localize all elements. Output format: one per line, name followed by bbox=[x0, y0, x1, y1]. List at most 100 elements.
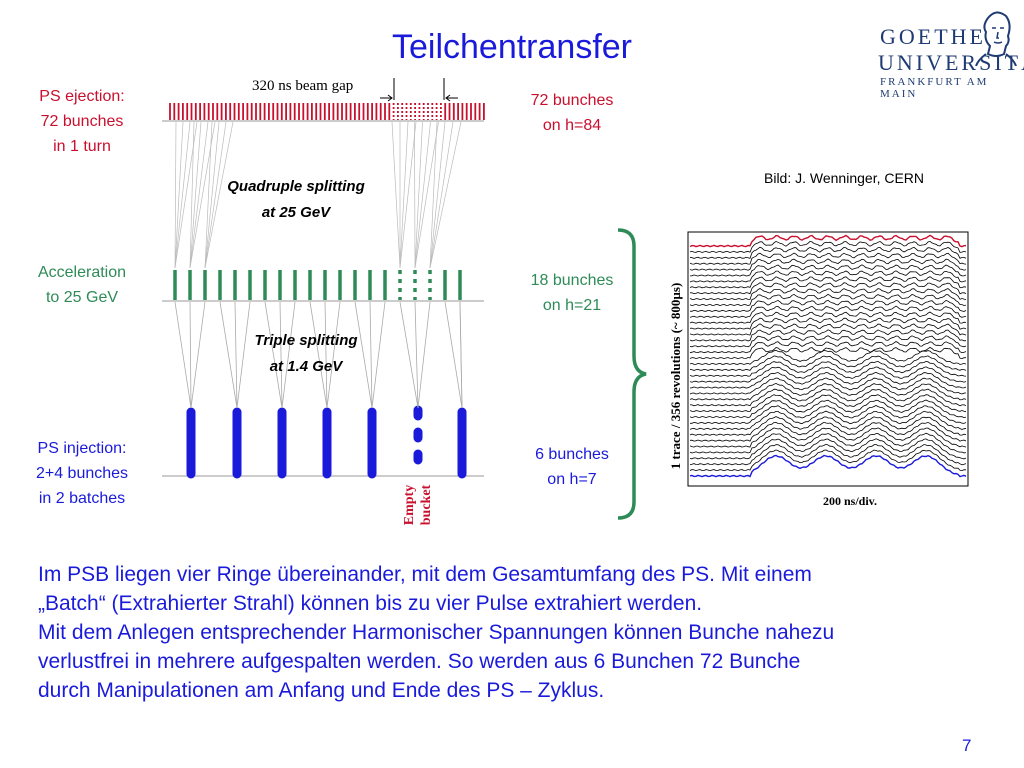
gap-arrow-right bbox=[445, 94, 458, 102]
label-h84: 72 bunches on h=84 bbox=[512, 88, 632, 138]
label-h21-line-1: 18 bunches bbox=[530, 272, 614, 289]
curly-brace bbox=[617, 228, 647, 520]
quad-split-line bbox=[391, 121, 401, 269]
logo-line-3: FRANKFURT AM MAIN bbox=[880, 76, 989, 100]
triple-split-line bbox=[369, 301, 373, 409]
plot-trace bbox=[689, 329, 967, 342]
plot-trace bbox=[689, 449, 967, 472]
label-beam-gap: 320 ns beam gap bbox=[252, 78, 354, 94]
triple-split-line bbox=[444, 301, 463, 409]
triple-split-line bbox=[236, 301, 251, 409]
quad-split-line bbox=[429, 121, 446, 269]
plot-trace bbox=[689, 288, 967, 301]
quad-split-line bbox=[414, 121, 431, 269]
quad-split-line bbox=[189, 121, 202, 269]
label-quadruple-line-2: at 25 GeV bbox=[261, 204, 331, 221]
bunch-splitting-diagram bbox=[162, 78, 485, 479]
label-h84-line-1: 72 bunches bbox=[530, 92, 614, 109]
label-ps-ejection-line-2: 72 bunches bbox=[40, 113, 124, 130]
plot-trace bbox=[689, 335, 967, 348]
plot-trace bbox=[689, 371, 967, 389]
plot-trace bbox=[689, 399, 967, 419]
label-ps-injection: PS injection: 2+4 bunches in 2 batches bbox=[22, 436, 142, 511]
quad-split-line bbox=[204, 121, 220, 269]
plot-x-label: 200 ns/div. bbox=[822, 494, 878, 508]
plot-trace bbox=[689, 234, 967, 248]
triple-split-line bbox=[399, 301, 419, 409]
plot-y-label: 1 trace / 356 revolutions (~ 800µs) bbox=[668, 282, 683, 470]
plot-trace bbox=[689, 454, 967, 478]
triple-split-line bbox=[189, 301, 192, 409]
quad-split-line bbox=[429, 121, 454, 269]
plot-trace bbox=[689, 438, 967, 460]
plot-trace bbox=[690, 405, 967, 424]
quad-split-line bbox=[189, 121, 195, 269]
plot-trace bbox=[689, 432, 967, 454]
label-acceleration: Acceleration to 25 GeV bbox=[22, 260, 142, 310]
goethe-portrait-icon bbox=[975, 11, 1017, 66]
triple-split-line bbox=[279, 301, 283, 409]
label-ps-injection-line-1: PS injection: bbox=[37, 440, 127, 457]
plot-trace bbox=[689, 377, 967, 395]
plot-trace bbox=[689, 360, 967, 377]
plot-trace bbox=[689, 382, 967, 401]
label-quadruple-splitting: Quadruple splitting at 25 GeV bbox=[196, 174, 396, 226]
page-number: 7 bbox=[962, 736, 972, 755]
triple-split-line bbox=[264, 301, 283, 409]
plot-trace bbox=[689, 258, 967, 271]
label-h21: 18 bunches on h=21 bbox=[512, 268, 632, 318]
plot-trace bbox=[689, 410, 967, 430]
quad-split-line bbox=[174, 121, 177, 269]
quad-split-line bbox=[429, 121, 438, 269]
triple-split-line bbox=[417, 301, 431, 409]
triple-split-line bbox=[354, 301, 373, 409]
quad-split-line bbox=[429, 121, 462, 269]
label-triple-line-1: Triple splitting bbox=[254, 332, 358, 349]
triple-split-line bbox=[309, 301, 328, 409]
quad-split-line bbox=[204, 121, 234, 269]
plot-trace bbox=[689, 252, 967, 265]
plot-trace bbox=[689, 240, 967, 253]
label-h21-line-2: on h=21 bbox=[542, 297, 602, 314]
logo-line-1: GOETHE bbox=[880, 24, 986, 49]
plot-trace bbox=[689, 366, 967, 383]
slide-title: Teilchentransfer bbox=[391, 28, 632, 66]
triple-split-line bbox=[219, 301, 238, 409]
triple-split-line bbox=[414, 301, 419, 409]
plot-trace bbox=[689, 311, 967, 324]
quad-split-line bbox=[399, 121, 417, 269]
triple-split-line bbox=[371, 301, 386, 409]
gap-arrow-left bbox=[380, 94, 393, 102]
quad-split-line bbox=[414, 121, 416, 269]
plot-trace bbox=[689, 299, 967, 312]
label-ps-ejection-line-3: in 1 turn bbox=[53, 138, 111, 155]
quad-split-line bbox=[204, 121, 213, 269]
label-triple-line-2: at 1.4 GeV bbox=[269, 358, 343, 375]
plot-trace bbox=[689, 394, 967, 413]
label-triple-splitting: Triple splitting at 1.4 GeV bbox=[206, 328, 406, 380]
triple-split-line bbox=[326, 301, 341, 409]
label-h7: 6 bunches on h=7 bbox=[512, 442, 632, 492]
waterfall-plot bbox=[687, 231, 969, 487]
plot-trace bbox=[689, 276, 967, 289]
label-ps-injection-line-3: in 2 batches bbox=[38, 490, 126, 507]
label-h7-line-1: 6 bunches bbox=[535, 446, 609, 463]
quad-split-line bbox=[414, 121, 439, 269]
plot-trace bbox=[689, 349, 967, 365]
body-paragraph: Im PSB liegen vier Ringe übereinander, m… bbox=[38, 563, 835, 702]
quad-split-line bbox=[174, 121, 191, 269]
label-ps-ejection: PS ejection: 72 bunches in 1 turn bbox=[22, 84, 142, 159]
quad-split-line bbox=[174, 121, 184, 269]
triple-split-line bbox=[234, 301, 238, 409]
quad-split-line bbox=[414, 121, 423, 269]
plot-trace bbox=[689, 443, 967, 466]
logo-line-2: UNIVERSITÄT bbox=[878, 50, 1024, 75]
triple-split-line bbox=[190, 301, 206, 409]
plot-trace bbox=[689, 305, 967, 318]
university-logo: GOETHE UNIVERSITÄT FRANKFURT AM MAIN bbox=[878, 11, 1024, 100]
plot-trace bbox=[689, 427, 967, 448]
label-h84-line-2: on h=84 bbox=[542, 117, 602, 134]
plot-trace bbox=[690, 282, 967, 295]
plot-trace bbox=[689, 264, 967, 277]
plot-trace bbox=[689, 421, 967, 442]
